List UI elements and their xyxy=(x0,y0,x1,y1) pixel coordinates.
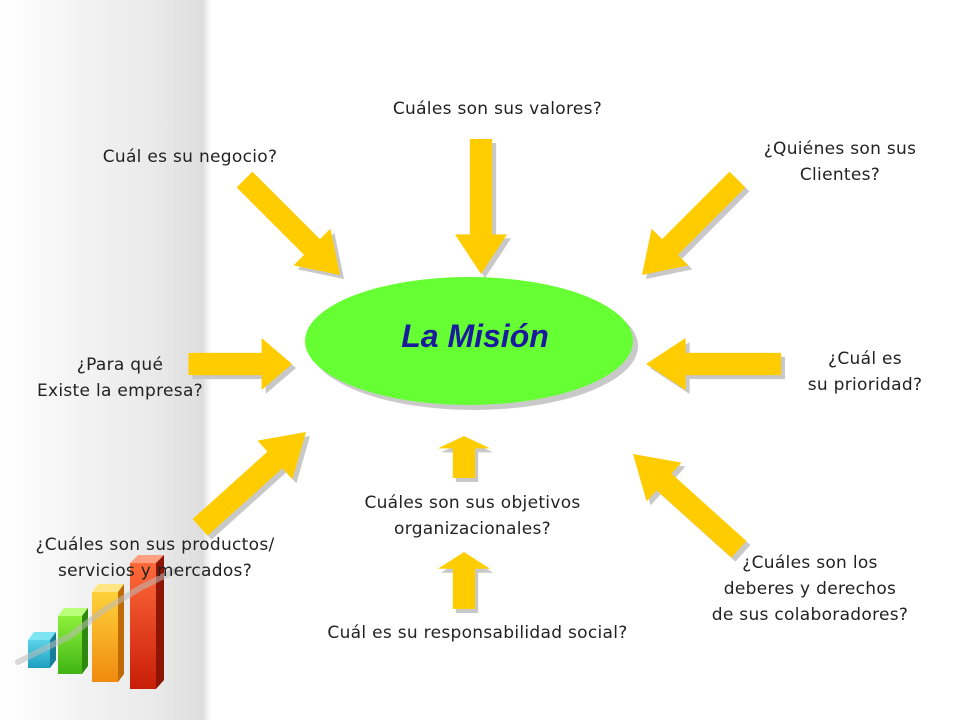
question-responsabilidad: Cuál es su responsabilidad social? xyxy=(300,620,655,646)
arrow-top-left xyxy=(226,161,363,298)
question-para-que-line1: ¿Para qué xyxy=(76,355,164,375)
question-valores: Cuáles son sus valores? xyxy=(360,96,635,122)
question-productos-line2: servicios y mercados? xyxy=(57,561,253,581)
question-prioridad-line2: su prioridad? xyxy=(807,375,923,395)
question-para-que-line2: Existe la empresa? xyxy=(36,381,204,401)
arrow-bottom-center-lower xyxy=(437,552,494,613)
question-valores-text: Cuáles son sus valores? xyxy=(392,99,603,119)
question-prioridad: ¿Cuál es su prioridad? xyxy=(790,346,940,398)
question-deberes-line3: de sus colaboradores? xyxy=(711,605,909,625)
arrow-bottom-center-upper xyxy=(437,436,494,482)
question-clientes: ¿Quiénes son sus Clientes? xyxy=(740,136,940,188)
mission-title: La Misión xyxy=(401,318,549,354)
question-deberes-line1: ¿Cuáles son los xyxy=(742,553,878,573)
question-deberes: ¿Cuáles son los deberes y derechos de su… xyxy=(690,550,930,628)
question-deberes-line2: deberes y derechos xyxy=(723,579,897,599)
arrow-top xyxy=(454,139,512,278)
question-negocio: Cuál es su negocio? xyxy=(80,144,300,170)
question-negocio-text: Cuál es su negocio? xyxy=(102,147,278,167)
question-clientes-line2: Clientes? xyxy=(799,165,881,185)
arrow-bottom-left xyxy=(182,412,328,551)
question-productos-line1: ¿Cuáles son sus productos/ xyxy=(35,535,275,555)
question-responsabilidad-text: Cuál es su responsabilidad social? xyxy=(327,623,628,643)
mission-ellipse xyxy=(305,277,633,405)
question-para-que: ¿Para qué Existe la empresa? xyxy=(10,352,230,404)
question-productos: ¿Cuáles son sus productos/ servicios y m… xyxy=(15,532,295,584)
question-objetivos-line1: Cuáles son sus objetivos xyxy=(364,493,581,513)
question-objetivos-line2: organizacionales? xyxy=(394,519,551,539)
bar-chart-graphic xyxy=(15,555,179,689)
arrow-right xyxy=(646,337,785,395)
question-objetivos: Cuáles son sus objetivos organizacionale… xyxy=(345,490,600,542)
question-prioridad-line1: ¿Cuál es xyxy=(828,349,902,369)
question-clientes-line1: ¿Quiénes son sus xyxy=(763,139,917,159)
